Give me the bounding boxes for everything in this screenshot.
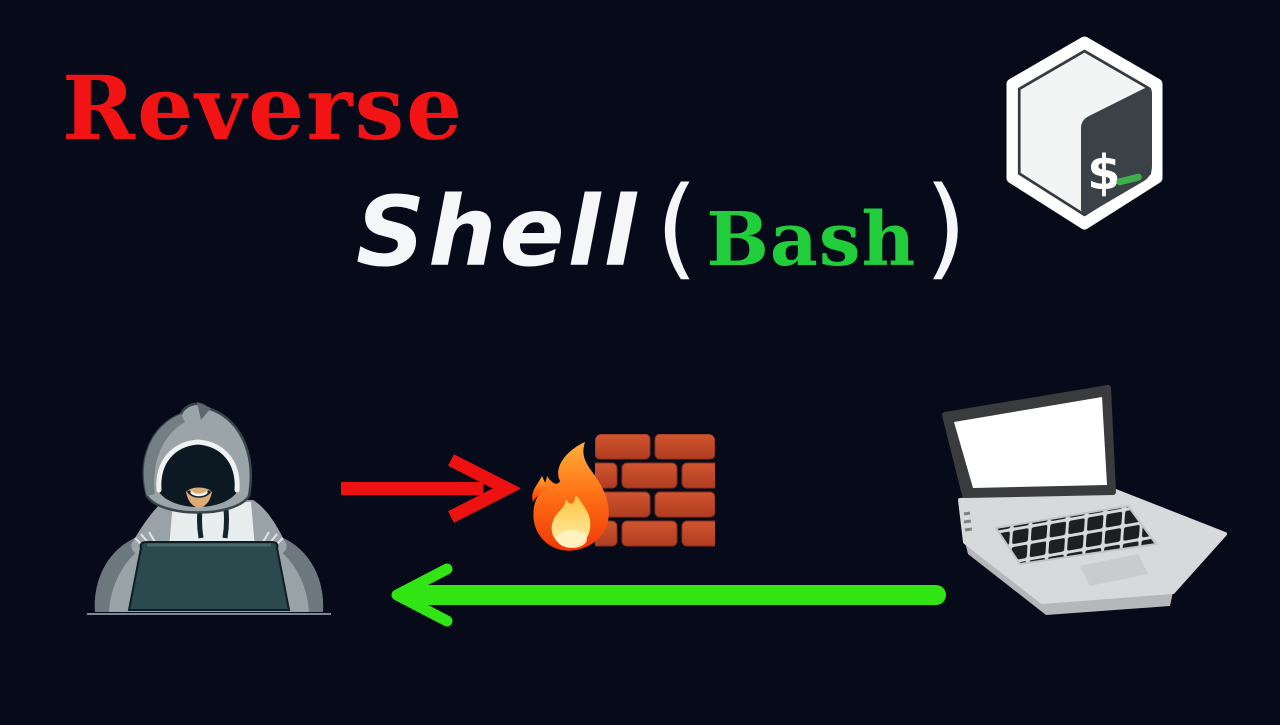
laptop-trackpad [1080, 554, 1148, 586]
hood-shade [143, 414, 185, 496]
laptop-ports [963, 511, 973, 532]
title-bash: Bash [706, 197, 917, 283]
green-arrow-head [391, 563, 453, 627]
hacker-right-arm-shade [271, 538, 324, 612]
bash-dollar-sign: $ [1087, 145, 1120, 201]
flame [532, 442, 609, 551]
laptop-keyboard [994, 504, 1158, 566]
hacker-icon [85, 398, 333, 628]
paren-close: ) [924, 163, 968, 291]
firewall-icon [523, 428, 718, 566]
hacker-teeth [190, 491, 208, 497]
hood-opening [159, 444, 237, 507]
bash-dark-face [1081, 87, 1152, 215]
laptop-screen [954, 397, 1107, 488]
title-reverse: Reverse [62, 56, 465, 160]
red-arrow-shaft [341, 482, 483, 495]
red-arrow-head [448, 454, 520, 523]
hood-peak-fold [197, 402, 211, 420]
bash-cursor-underscore [1116, 173, 1142, 186]
hacker-laptop [127, 541, 291, 611]
laptop-icon [930, 382, 1230, 627]
title-shell: Shell [356, 176, 640, 288]
hacker-left-arm-shade [94, 538, 147, 612]
paren-open: ( [655, 163, 699, 291]
green-arrow-icon [383, 563, 953, 627]
red-arrow-icon [335, 452, 520, 524]
bash-logo-icon: $ [997, 36, 1172, 232]
hood-rim-highlight [156, 439, 240, 493]
title-shell-bash: Shell ( Bash ) [356, 172, 967, 288]
